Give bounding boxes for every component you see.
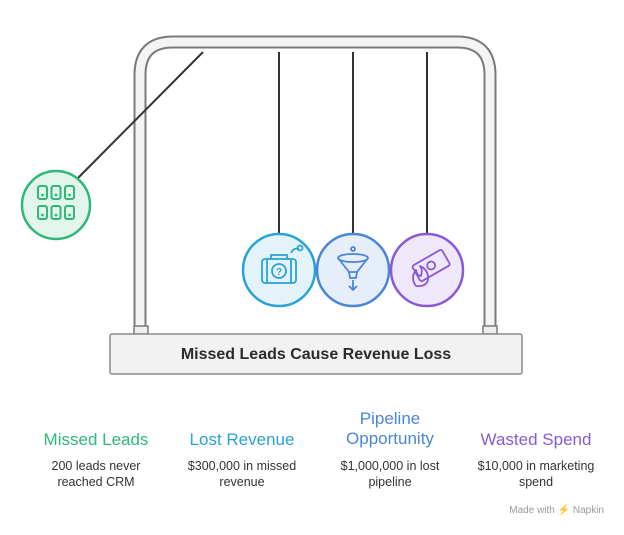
ball-missed-leads [20,169,92,241]
item-description-line: $10,000 in marketing [477,459,595,473]
item-description: $1,000,000 in lost pipeline [320,458,460,490]
item-description-line: 200 leads never [51,459,141,473]
cradle-base [109,333,523,375]
ball-pipeline-opportunity [315,232,391,308]
item-title: Missed Leads [43,430,149,449]
item-missed-leads: Missed Leads 200 leads never reached CRM [26,408,166,490]
item-description: 200 leads never reached CRM [26,458,166,490]
newtons-cradle-diagram: ? [20,35,523,375]
item-description-line: reached CRM [57,475,135,489]
item-title: Lost Revenue [189,430,295,449]
item-title: Wasted Spend [480,430,592,449]
burning-money-icon [411,249,451,288]
string-missed-leads [77,51,204,179]
item-pipeline-opportunity: Pipeline Opportunity $1,000,000 in lost … [320,408,460,490]
funnel-icon [337,246,369,291]
item-description-line: $300,000 in missed [187,459,297,473]
napkin-credit: Made with ⚡ Napkin [509,505,604,516]
phone-keypad-icon [37,185,75,220]
item-description-line: revenue [219,475,265,489]
item-title-line: Pipeline [359,409,421,428]
item-title: Pipeline Opportunity [320,408,460,450]
diagram-title: Missed Leads Cause Revenue Loss [180,346,452,363]
item-description-line: spend [518,475,554,489]
item-description-line: pipeline [368,475,412,489]
item-lost-revenue: Lost Revenue $300,000 in missed revenue [172,408,312,490]
item-description-line: $1,000,000 in lost [340,459,440,473]
svg-text:?: ? [276,267,282,278]
ball-wasted-spend [389,232,465,308]
briefcase-question-icon [261,244,304,284]
item-wasted-spend: Wasted Spend $10,000 in marketing spend [466,408,606,490]
item-description: $10,000 in marketing spend [466,458,606,490]
item-description: $300,000 in missed revenue [172,458,312,490]
ball-lost-revenue: ? [241,232,317,308]
item-title-line: Opportunity [346,429,434,448]
